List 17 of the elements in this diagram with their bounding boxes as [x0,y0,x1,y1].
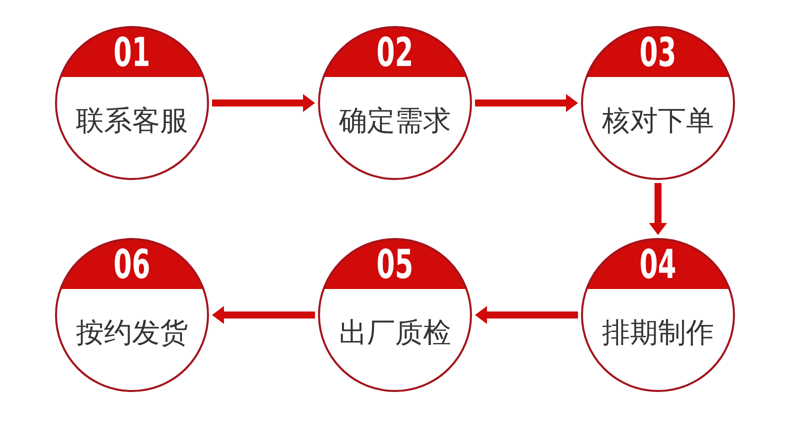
arrow [212,306,315,324]
step-label: 核对下单 [602,106,714,137]
step-number: 03 [640,33,676,73]
step-number: 06 [114,245,150,285]
step-label: 确定需求 [339,106,451,137]
step-number: 02 [376,33,414,73]
step-label: 按约发货 [76,318,188,349]
step-label: 联系客服 [76,106,188,137]
arrow [212,94,315,112]
step-label: 排期制作 [602,318,714,349]
arrow [649,183,667,235]
step-number: 05 [376,245,414,285]
arrow [475,306,578,324]
arrow [475,94,578,112]
step-label: 出厂质检 [339,318,451,349]
step-number: 01 [114,33,150,73]
step-number: 04 [640,245,676,285]
